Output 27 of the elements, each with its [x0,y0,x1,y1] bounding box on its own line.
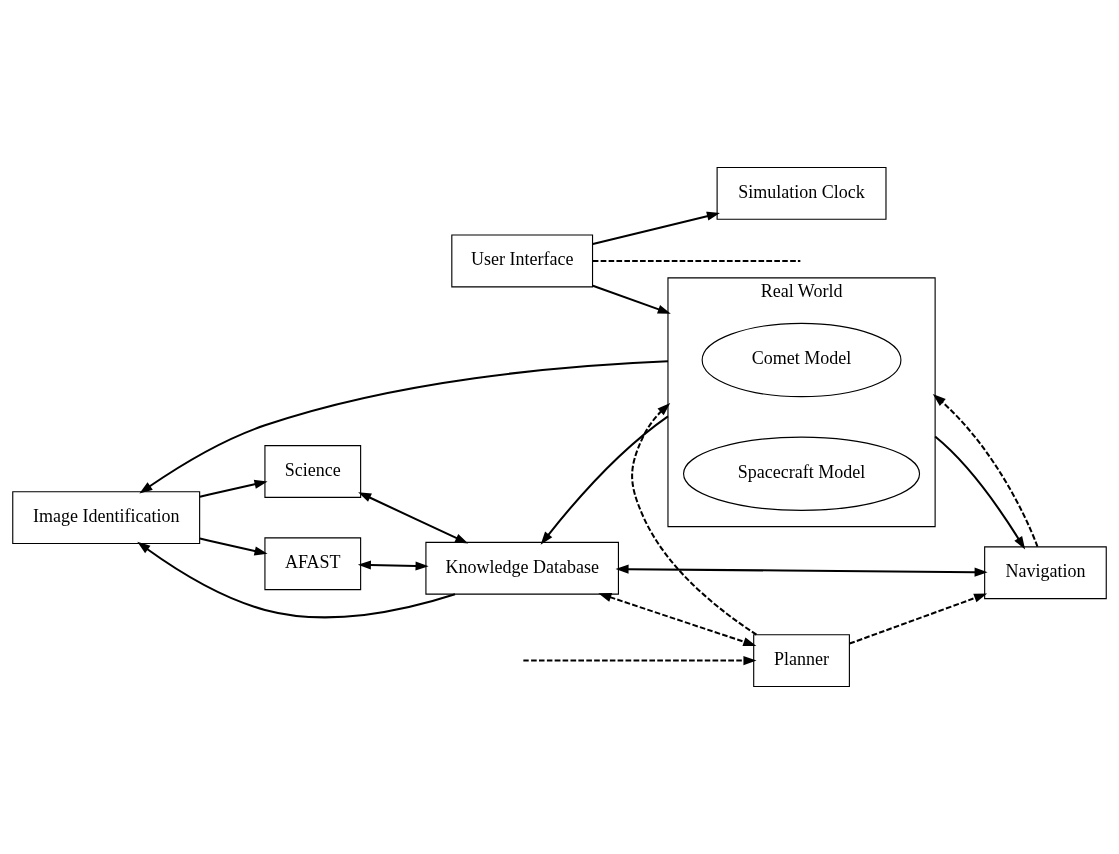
node-box: Navigation [984,546,1107,600]
arrow [631,403,757,636]
node-box: Planner [753,634,850,688]
arrow [615,564,988,577]
arrow [598,593,757,647]
arrow [592,284,671,314]
arrow [592,211,720,245]
arrow [139,360,668,494]
arrow [199,537,268,556]
node-box: User Interface [451,234,594,288]
arrow [199,479,268,498]
arrow [357,560,429,571]
arrow [932,394,1039,547]
arrow [849,593,988,645]
arrow [934,435,1026,550]
node-box: Science [264,445,362,498]
node-box: Simulation Clock [716,166,887,220]
node-box: Knowledge Database [425,541,619,595]
node-box: AFAST [264,537,362,591]
arrow [540,415,669,545]
node-box: Image Identification [12,491,201,545]
node-ellipse: Comet Model [701,322,902,398]
arrow [137,541,456,619]
connector [592,259,801,262]
arrow [358,492,469,544]
node-ellipse: Spacecraft Model [683,436,921,511]
arrow [523,656,757,666]
